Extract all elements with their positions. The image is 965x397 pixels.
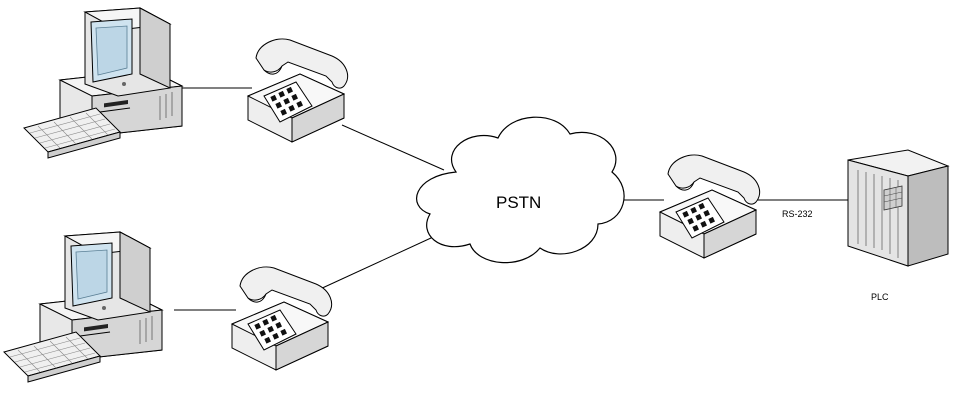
link-phone-1-cloud <box>341 124 445 171</box>
plc-cabinet-icon <box>847 149 950 267</box>
pstn-label: PSTN <box>496 193 542 212</box>
computer-2-icon <box>3 231 163 383</box>
rs-232-label: RS-232 <box>782 209 813 219</box>
link-phone-2-cloud <box>317 231 445 291</box>
phone-1-icon <box>247 38 349 143</box>
plc-label: PLC <box>871 292 889 302</box>
pstn-cloud-icon <box>416 116 625 264</box>
computer-1-icon <box>23 7 183 159</box>
phone-3-icon <box>659 154 761 259</box>
phone-2-icon <box>231 266 333 371</box>
